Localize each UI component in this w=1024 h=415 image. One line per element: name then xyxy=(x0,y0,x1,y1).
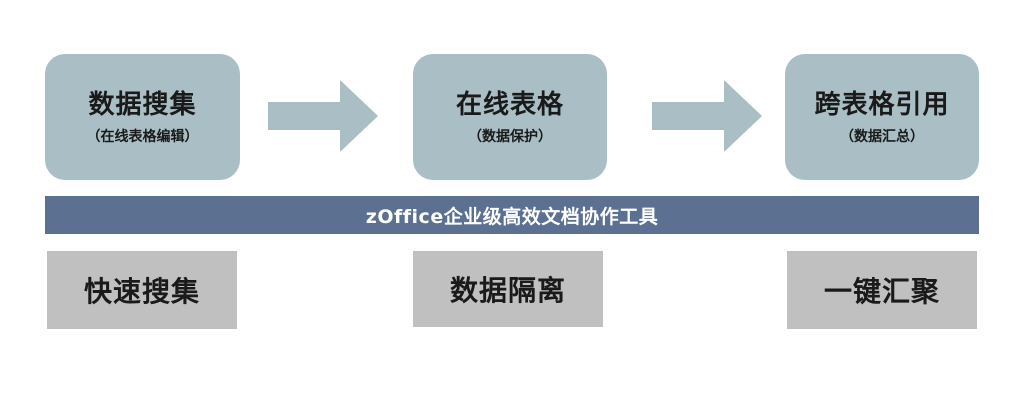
step-box-data-collection: 数据搜集 （在线表格编辑） xyxy=(45,54,240,180)
step-subtitle: （数据保护） xyxy=(468,129,552,145)
step-title: 在线表格 xyxy=(455,90,564,120)
step-subtitle: （数据汇总） xyxy=(840,129,924,145)
feature-box-data-isolation: 数据隔离 xyxy=(413,251,603,327)
step-box-cross-sheet-reference: 跨表格引用 （数据汇总） xyxy=(785,54,979,180)
step-title: 跨表格引用 xyxy=(814,90,950,120)
feature-box-one-click-aggregate: 一键汇聚 xyxy=(787,251,977,329)
feature-box-quick-collect: 快速搜集 xyxy=(47,251,237,329)
step-subtitle: （在线表格编辑） xyxy=(86,129,199,145)
right-arrow-icon xyxy=(652,80,762,152)
product-band: zOffice企业级高效文档协作工具 xyxy=(45,196,979,234)
right-arrow-icon xyxy=(268,80,378,152)
step-box-online-sheet: 在线表格 （数据保护） xyxy=(413,54,607,180)
step-title: 数据搜集 xyxy=(88,90,197,120)
